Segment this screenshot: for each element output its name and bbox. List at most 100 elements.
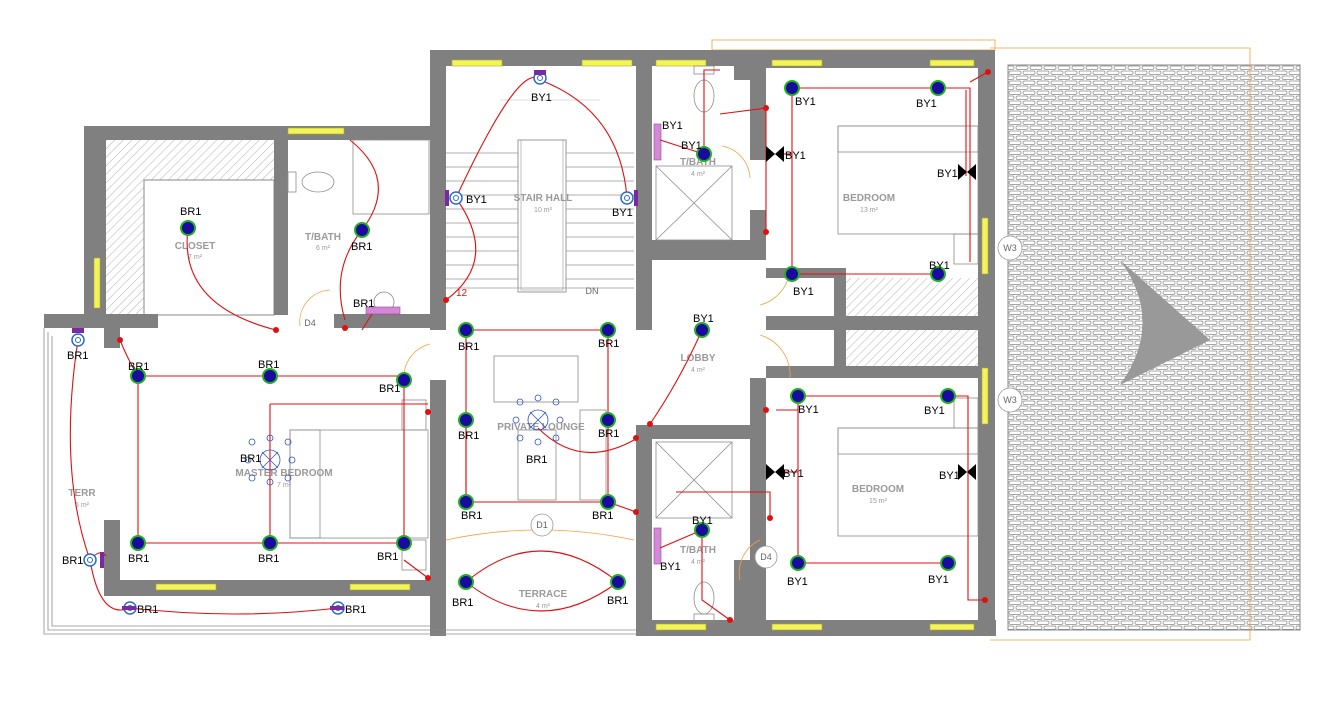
terr-label: TERR <box>68 488 96 499</box>
fixture-label: BR1 <box>461 510 482 522</box>
wall-light-icon <box>71 333 85 347</box>
fixture-label: BR1 <box>67 350 88 362</box>
tbath-top-area: 4 m² <box>691 171 706 178</box>
ceiling-light-icon <box>930 266 946 282</box>
fixture-label: BR1 <box>240 453 261 465</box>
wall-bracket <box>445 190 449 206</box>
fixture-label: BR1 <box>452 597 473 609</box>
tbath-left-area: 6 m² <box>316 245 331 252</box>
ceiling-light-icon <box>600 494 616 510</box>
terr-area: 5 m² <box>75 502 90 509</box>
fixture-label: BR1 <box>128 553 149 565</box>
fixture-label: BR1 <box>258 359 279 371</box>
ceiling-light-icon <box>940 388 956 404</box>
furniture <box>43 65 979 635</box>
room-labels: CLOSET 7 m² T/BATH 6 m² STAIR HALL 10 m²… <box>68 157 904 610</box>
fixture-label: BY1 <box>929 260 950 272</box>
w3-top-tag: W3 <box>1003 243 1017 253</box>
fixture-label: BY1 <box>928 574 949 586</box>
tbath-left-label: T/BATH <box>305 232 341 243</box>
fixture-label: BY1 <box>692 515 713 527</box>
tbath-bottom-label: T/BATH <box>680 545 716 556</box>
fixture-label: BR1 <box>607 595 628 607</box>
w3-bottom-tag: W3 <box>1003 395 1017 405</box>
ceiling-light-icon <box>354 222 370 238</box>
fixture-label: BY1 <box>937 168 958 180</box>
chandelier-icon <box>244 434 296 486</box>
wall-light-icon <box>449 191 463 205</box>
fixture-label: BY1 <box>785 150 806 162</box>
fixture-label: BR1 <box>592 510 613 522</box>
bedroom-bottom-label: BEDROOM <box>852 484 904 495</box>
roof-slope-arrow-icon <box>1120 260 1210 385</box>
wall-bracket <box>534 70 546 75</box>
fixture-label: BR1 <box>379 383 400 395</box>
fixture-label: BR1 <box>180 206 201 218</box>
wall-bracket <box>100 552 104 568</box>
ceiling-light-icon <box>784 80 800 96</box>
wall-light-core <box>537 75 543 81</box>
fixtures <box>71 70 956 615</box>
ceiling-light-icon <box>458 574 474 590</box>
circuit-number: 12 <box>456 288 468 299</box>
fixture-label: BY1 <box>939 470 960 482</box>
ceiling-light-icon <box>180 220 196 236</box>
d4-right-tag: D4 <box>760 552 772 562</box>
closet-area: 7 m² <box>188 254 203 261</box>
fixture-labels: BR1 BR1 BR1 BR1 BR1 BR1 BR1 BR1 BR1 BR1 … <box>62 92 960 616</box>
fixture-label: BY1 <box>612 207 633 219</box>
stair-hall-label: STAIR HALL <box>514 193 573 204</box>
bedroom-top-area: 13 m² <box>860 207 879 214</box>
ceiling-light-icon <box>930 80 946 96</box>
ceiling-light-icon <box>130 535 146 551</box>
fixture-label: BY1 <box>662 120 683 132</box>
ceiling-light-icon <box>458 494 474 510</box>
fixture-label: BY1 <box>693 313 714 325</box>
bedroom-bottom-area: 15 m² <box>869 498 888 505</box>
fixture-label: BY1 <box>466 194 487 206</box>
wall-light-icon <box>620 191 634 205</box>
d1-tag: D1 <box>536 520 548 530</box>
master-bedroom-label: MASTER BEDROOM <box>235 468 332 479</box>
wall-light-core <box>87 557 93 563</box>
stair-hall-area: 10 m² <box>534 207 553 214</box>
fixture-label: BY1 <box>783 468 804 480</box>
fixture-label: BR1 <box>598 428 619 440</box>
ceiling-light-icon <box>940 555 956 571</box>
closet-label: CLOSET <box>175 241 216 252</box>
windows <box>93 59 989 631</box>
ceiling-light-icon <box>458 412 474 428</box>
staircase <box>446 99 634 293</box>
ceiling-light-icon <box>610 574 626 590</box>
ceiling-light-icon <box>600 322 616 338</box>
fixture-label: BR1 <box>377 551 398 563</box>
ceiling-light-icon <box>694 522 710 538</box>
ceiling-light-icon <box>396 372 412 388</box>
wire-junctions <box>117 69 991 623</box>
wall-light-icon <box>83 553 97 567</box>
fixture-label: BY1 <box>795 96 816 108</box>
fixture-label: BR1 <box>353 298 374 310</box>
tbath-bottom-area: 4 m² <box>691 559 706 566</box>
private-lounge-label: PRIVATE LOUNGE <box>497 422 585 433</box>
fixture-label: BR1 <box>526 454 547 466</box>
fixture-label: BR1 <box>258 553 279 565</box>
terrace-label: TERRACE <box>519 589 568 600</box>
fixture-label: BY1 <box>531 92 552 104</box>
wall-light-core <box>453 195 459 201</box>
wall-light-core <box>624 195 630 201</box>
chandelier-icon <box>512 394 564 446</box>
ceiling-light-icon <box>696 146 712 162</box>
fixture-label: BR1 <box>137 604 158 616</box>
fixture-label: BR1 <box>351 241 372 253</box>
fixture-label: BR1 <box>598 338 619 350</box>
wardrobe-hatch <box>846 278 978 316</box>
wall-light-core <box>75 337 81 343</box>
ceiling-light-icon <box>784 266 800 282</box>
ceiling-light-icon <box>790 388 806 404</box>
lobby-area: 4 m² <box>691 367 706 374</box>
opening-tags: D1 D4 D4 W3 W3 <box>304 235 1023 569</box>
master-bedroom-area: 7 m² <box>277 482 292 489</box>
fixture-label: BY1 <box>793 286 814 298</box>
